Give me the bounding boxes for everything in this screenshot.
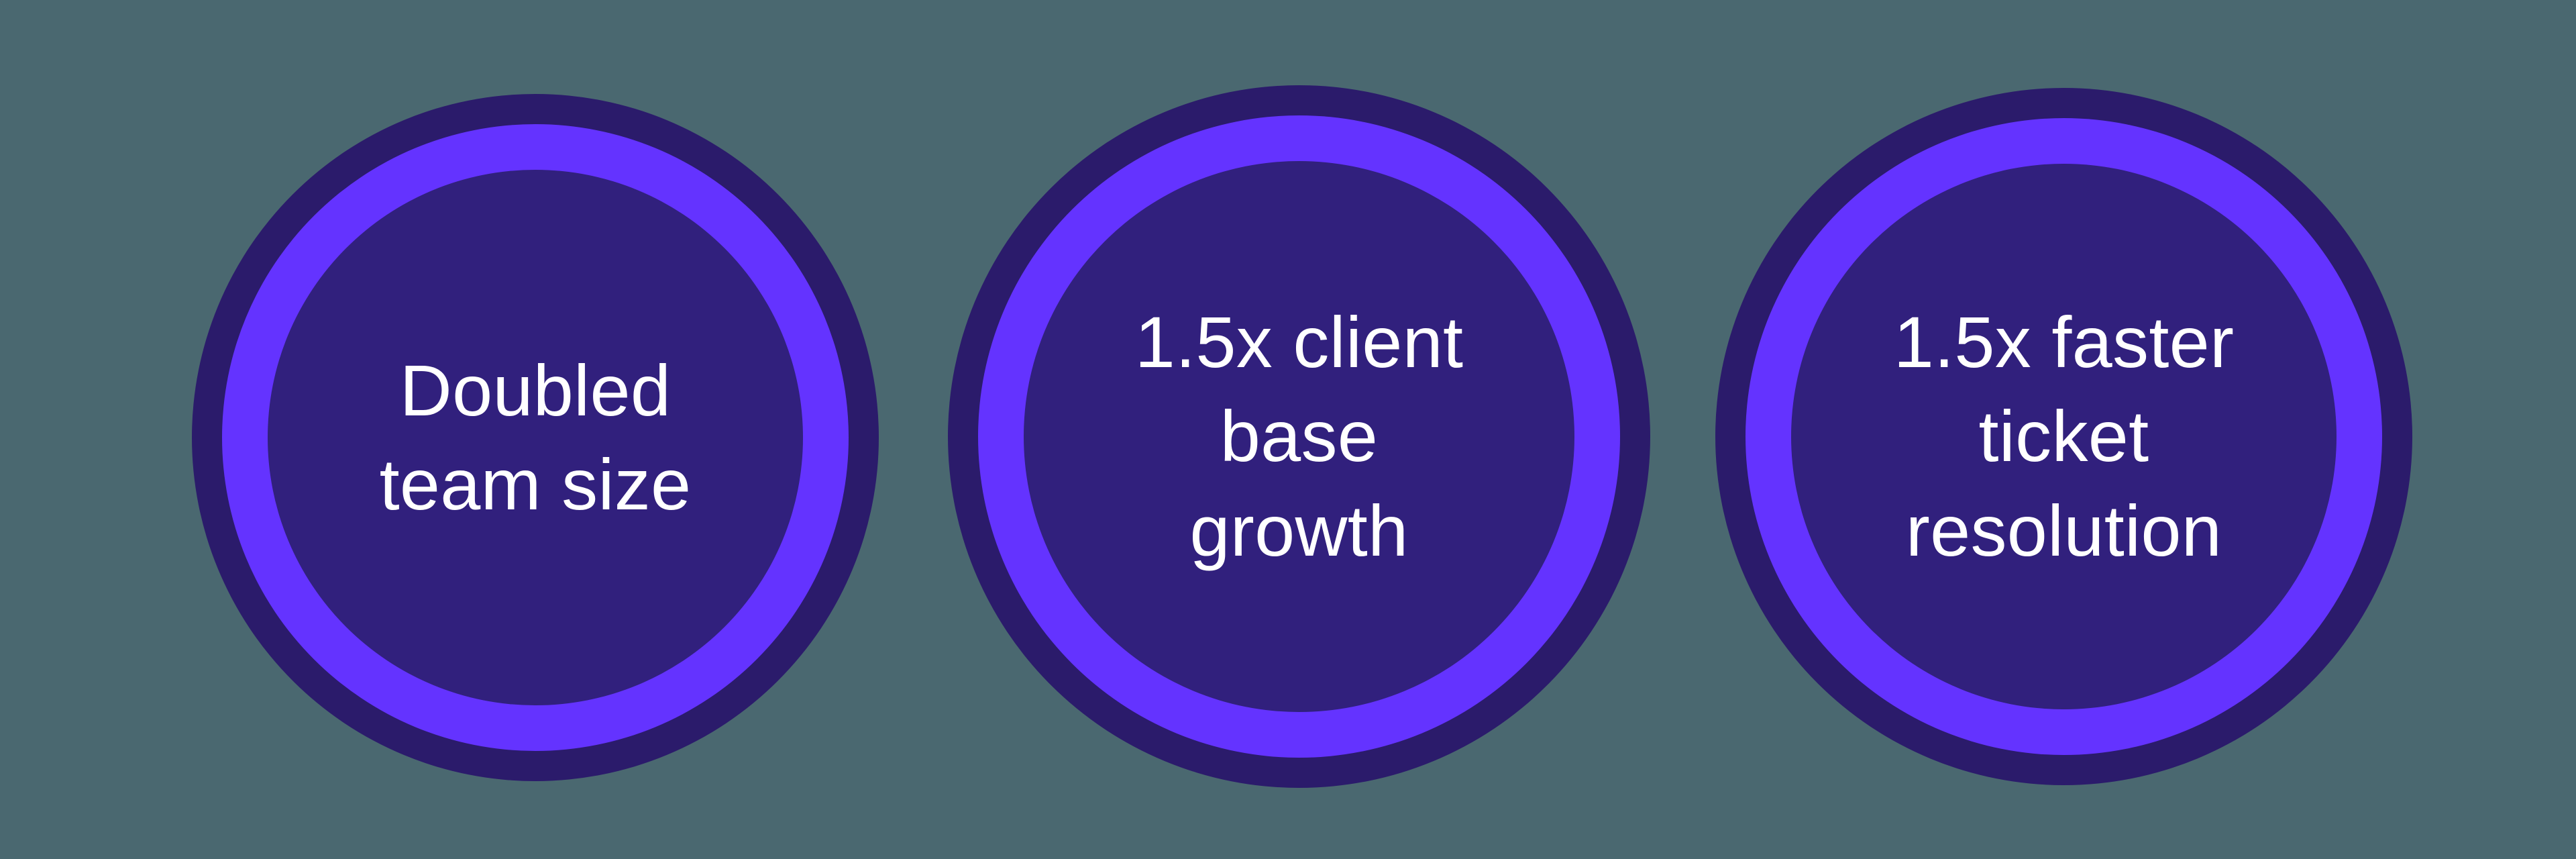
stat-label-doubled-team-size: Doubled team size [379, 349, 692, 525]
stat-ring-middle: 1.5x faster ticket resolution [1746, 118, 2382, 755]
stat-ring-middle: 1.5x client base growth [978, 115, 1620, 758]
stat-label-client-base-growth: 1.5x client base growth [1134, 301, 1464, 571]
stat-label-faster-ticket-resolution: 1.5x faster ticket resolution [1893, 301, 2235, 571]
stat-circle-doubled-team-size: Doubled team size [192, 94, 879, 781]
stat-ring-core: 1.5x client base growth [1024, 161, 1574, 712]
stat-circle-client-base-growth: 1.5x client base growth [948, 85, 1650, 788]
stat-ring-middle: Doubled team size [222, 124, 849, 751]
stat-ring-core: 1.5x faster ticket resolution [1791, 164, 2337, 709]
stat-circle-faster-ticket-resolution: 1.5x faster ticket resolution [1715, 88, 2412, 785]
stat-ring-core: Doubled team size [268, 170, 803, 705]
